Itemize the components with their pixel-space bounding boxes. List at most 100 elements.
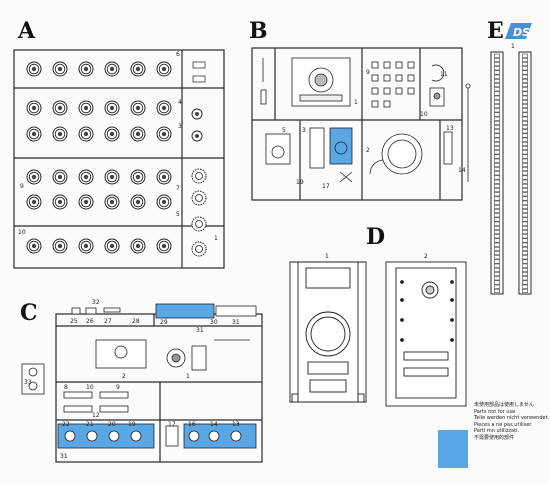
track-link bbox=[494, 204, 500, 209]
part-number: 2 bbox=[122, 373, 126, 380]
track-link bbox=[522, 234, 528, 239]
track-link bbox=[494, 209, 500, 214]
part-number: 3 bbox=[302, 127, 306, 134]
part-number: 31 bbox=[196, 327, 204, 334]
sprue-b-letter: B bbox=[249, 18, 268, 44]
track-link bbox=[494, 116, 500, 121]
track-link bbox=[522, 288, 528, 293]
track-link bbox=[522, 183, 528, 188]
part-number: 1 bbox=[511, 43, 515, 50]
track-link bbox=[522, 125, 528, 130]
track-link bbox=[494, 141, 500, 146]
track-link bbox=[494, 125, 500, 130]
part-number: 1 bbox=[354, 99, 358, 106]
track-link bbox=[522, 150, 528, 155]
track-link bbox=[494, 95, 500, 100]
track-link bbox=[522, 146, 528, 151]
track-link bbox=[494, 188, 500, 193]
sprue-e-track-links bbox=[494, 53, 528, 293]
unused-parts-swatch bbox=[438, 430, 468, 468]
track-link bbox=[494, 104, 500, 109]
track-link bbox=[522, 162, 528, 167]
part-number: 16 bbox=[188, 421, 196, 428]
track-link bbox=[494, 255, 500, 260]
track-link bbox=[522, 242, 528, 247]
track-link bbox=[494, 192, 500, 197]
track-link bbox=[522, 276, 528, 281]
track-link bbox=[522, 104, 528, 109]
track-link bbox=[522, 154, 528, 159]
track-link bbox=[522, 91, 528, 96]
track-link bbox=[494, 78, 500, 83]
sprue-b-parts bbox=[260, 57, 471, 183]
track-link bbox=[494, 217, 500, 222]
track-link bbox=[522, 204, 528, 209]
track-link bbox=[494, 99, 500, 104]
track-link bbox=[522, 284, 528, 289]
track-link bbox=[494, 112, 500, 117]
track-link bbox=[494, 66, 500, 71]
legend-line-fr: Pieces a ne pas utiliser. bbox=[474, 421, 533, 428]
track-link bbox=[522, 209, 528, 214]
part-number: 13 bbox=[232, 421, 240, 428]
track-link bbox=[494, 175, 500, 180]
part-number: 26 bbox=[86, 318, 94, 325]
track-link bbox=[522, 87, 528, 92]
track-link bbox=[494, 70, 500, 75]
track-link bbox=[522, 66, 528, 71]
track-link bbox=[522, 217, 528, 222]
track-link bbox=[494, 272, 500, 277]
sprue-b-frame bbox=[251, 47, 463, 201]
part-number: 14 bbox=[210, 421, 218, 428]
sprue-d-letter: D bbox=[366, 224, 386, 250]
track-link bbox=[522, 99, 528, 104]
sprue-d-hull-lower bbox=[385, 261, 467, 407]
sprue-e-letter: E bbox=[487, 18, 504, 44]
part-number: 29 bbox=[160, 319, 168, 326]
track-link bbox=[522, 116, 528, 121]
track-link bbox=[522, 263, 528, 268]
track-link bbox=[494, 213, 500, 218]
track-link bbox=[522, 267, 528, 272]
part-number: 6 bbox=[176, 51, 180, 58]
track-link bbox=[522, 221, 528, 226]
track-link bbox=[494, 234, 500, 239]
track-link bbox=[494, 284, 500, 289]
part-number: 7 bbox=[176, 185, 180, 192]
track-link bbox=[522, 255, 528, 260]
track-link bbox=[522, 259, 528, 264]
part-number: 22 bbox=[62, 421, 70, 428]
track-link bbox=[522, 108, 528, 113]
part-number: 2 bbox=[424, 253, 428, 260]
track-link bbox=[494, 246, 500, 251]
track-link bbox=[494, 150, 500, 155]
track-link bbox=[494, 267, 500, 272]
part-number: 13 bbox=[446, 125, 454, 132]
part-number: 12 bbox=[92, 412, 100, 419]
track-link bbox=[522, 95, 528, 100]
track-link bbox=[494, 221, 500, 226]
track-link bbox=[494, 242, 500, 247]
track-link bbox=[494, 83, 500, 88]
track-link bbox=[522, 112, 528, 117]
part-number: 27 bbox=[104, 318, 112, 325]
track-link bbox=[522, 129, 528, 134]
track-link bbox=[522, 213, 528, 218]
sprue-a-letter: A bbox=[18, 18, 36, 44]
part-number: 9 bbox=[20, 183, 24, 190]
track-link bbox=[494, 225, 500, 230]
track-link bbox=[494, 154, 500, 159]
track-link bbox=[522, 78, 528, 83]
track-link bbox=[494, 230, 500, 235]
part-number: 17 bbox=[322, 183, 330, 190]
part-number: 25 bbox=[70, 318, 78, 325]
part-number: 9 bbox=[116, 384, 120, 391]
track-link bbox=[494, 288, 500, 293]
track-link bbox=[522, 74, 528, 79]
track-link bbox=[494, 137, 500, 142]
legend-line-ja: 未使用部品は使用しません bbox=[474, 402, 534, 408]
part-number: 32 bbox=[92, 299, 100, 306]
part-number: 14 bbox=[458, 167, 466, 174]
track-link bbox=[522, 251, 528, 256]
